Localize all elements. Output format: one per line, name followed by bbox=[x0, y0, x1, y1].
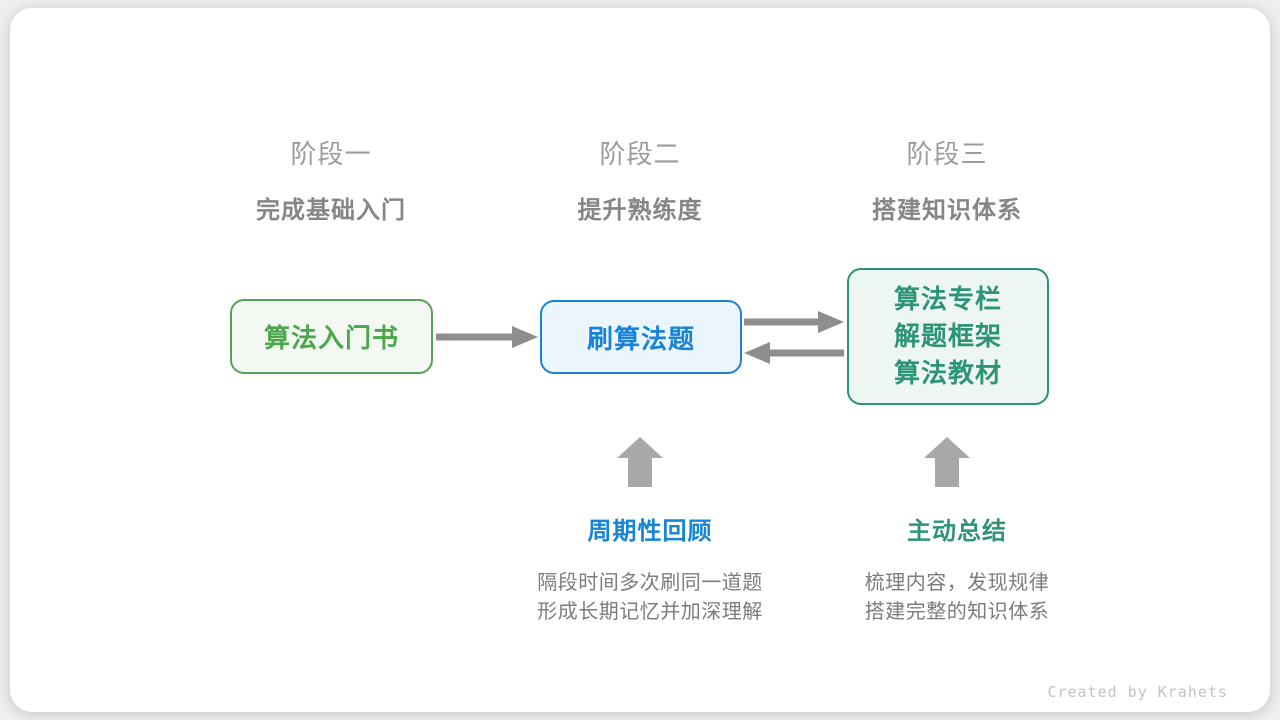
annotation-periodic-review: 周期性回顾 隔段时间多次刷同一道题 形成长期记忆并加深理解 bbox=[490, 511, 810, 627]
annotation-active-summary: 主动总结 梳理内容，发现规律 搭建完整的知识体系 bbox=[797, 511, 1117, 627]
annotation-periodic-review-line-2: 形成长期记忆并加深理解 bbox=[537, 601, 763, 623]
annotation-periodic-review-line-1: 隔段时间多次刷同一道题 bbox=[537, 572, 763, 594]
stage-3-subtitle: 搭建知识体系 bbox=[872, 197, 1022, 224]
flow-box-practice-problems: 刷算法题 bbox=[540, 300, 742, 374]
stage-3-label: 阶段三 bbox=[906, 139, 988, 169]
stage-2-header: 阶段二 提升熟练度 bbox=[480, 134, 800, 225]
stage-1-subtitle: 完成基础入门 bbox=[256, 197, 406, 224]
stage-1-label: 阶段一 bbox=[290, 139, 372, 169]
flow-box-source-framework: 解题框架 bbox=[893, 321, 1002, 351]
stage-2-subtitle: 提升熟练度 bbox=[577, 197, 703, 224]
stage-1-header: 阶段一 完成基础入门 bbox=[171, 134, 491, 225]
stage-3-header: 阶段三 搭建知识体系 bbox=[787, 134, 1107, 225]
credit-text: Created by Krahets bbox=[1047, 683, 1228, 701]
flow-box-source-textbook: 算法教材 bbox=[893, 358, 1002, 388]
flow-box-practice-problems-label: 刷算法题 bbox=[586, 323, 695, 354]
flow-box-source-column: 算法专栏 bbox=[893, 284, 1002, 314]
flow-box-knowledge-sources: 算法专栏 解题框架 算法教材 bbox=[847, 268, 1049, 405]
diagram-card: 阶段一 完成基础入门 阶段二 提升熟练度 阶段三 搭建知识体系 算法入门书 刷算… bbox=[10, 8, 1270, 712]
annotation-periodic-review-title: 周期性回顾 bbox=[587, 518, 713, 545]
annotation-active-summary-line-2: 搭建完整的知识体系 bbox=[864, 601, 1050, 623]
flow-box-intro-book: 算法入门书 bbox=[230, 299, 433, 374]
flow-box-intro-book-label: 算法入门书 bbox=[263, 323, 399, 353]
annotation-active-summary-line-1: 梳理内容，发现规律 bbox=[864, 572, 1050, 594]
stage-2-label: 阶段二 bbox=[599, 139, 681, 169]
annotation-active-summary-title: 主动总结 bbox=[907, 518, 1007, 545]
